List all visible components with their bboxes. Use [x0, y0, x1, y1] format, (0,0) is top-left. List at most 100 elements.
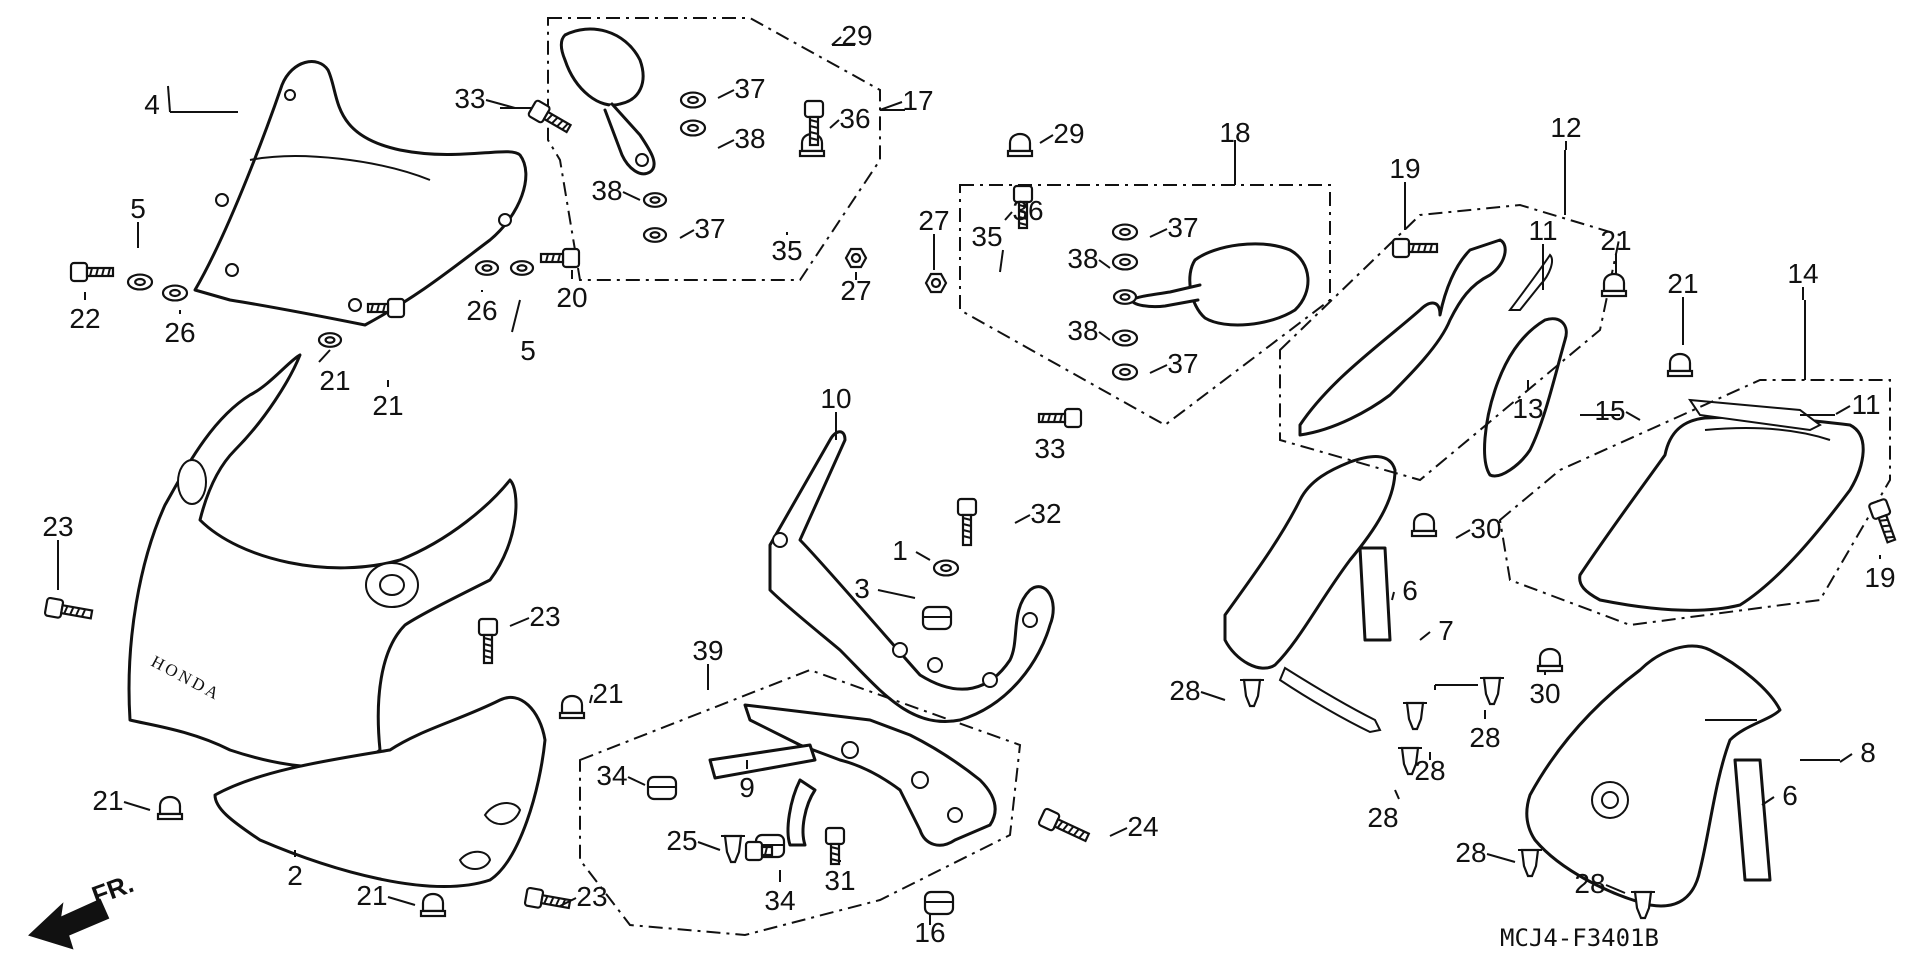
clip-icon [1480, 676, 1504, 706]
callout-number: 23 [42, 511, 73, 542]
callout-number: 21 [592, 678, 623, 709]
callout-number: 21 [1667, 268, 1698, 299]
callout-number: 27 [918, 205, 949, 236]
under-cowl-left-part [1223, 455, 1397, 734]
clip-icon [1403, 701, 1427, 731]
hardware-layer [43, 91, 1897, 920]
nut-icon [844, 247, 868, 269]
washer-icon [317, 332, 343, 348]
callout-number: 34 [596, 760, 627, 791]
callout-5b: 5 [511, 299, 536, 366]
callout-number: 39 [692, 635, 723, 666]
leader-line [879, 101, 903, 111]
callout-number: 14 [1787, 258, 1818, 289]
callout-21c: 21 [589, 678, 624, 709]
callout-number: 7 [1438, 615, 1454, 646]
leader-line [1394, 789, 1400, 800]
leader-lines [170, 44, 1840, 761]
callout-number: 4 [144, 89, 160, 120]
grommet-icon [646, 775, 678, 801]
callout-34b: 34 [764, 870, 796, 916]
washer-icon [1111, 363, 1139, 381]
washer-icon [161, 284, 189, 302]
callout-19a: 19 [1389, 153, 1421, 230]
cap-nut-icon [1410, 512, 1438, 538]
callout-6b: 6 [1761, 780, 1798, 811]
callout-number: 38 [1067, 243, 1098, 274]
washer-icon [1111, 223, 1139, 241]
callout-number: 38 [734, 123, 765, 154]
callout-number: 38 [591, 175, 622, 206]
callout-number: 11 [1528, 215, 1557, 246]
bolt-icon [527, 99, 573, 134]
bolt-icon [1391, 237, 1439, 259]
grommet-icon [921, 605, 953, 631]
leader-line [1149, 364, 1168, 374]
callout-number: 31 [824, 865, 855, 896]
cap-nut-icon [419, 892, 447, 918]
bolt-icon [366, 297, 406, 319]
callout-number: 24 [1127, 811, 1158, 842]
callout-6a: 6 [1391, 575, 1418, 606]
cap-nut-icon [1006, 132, 1034, 158]
callout-39: 39 [692, 635, 724, 690]
callout-28d: 28 [1469, 710, 1501, 753]
leader-line [1419, 631, 1431, 641]
callout-5a: 5 [130, 193, 146, 248]
callout-20: 20 [556, 270, 588, 313]
callout-18: 18 [1219, 117, 1251, 150]
callout-number: 37 [694, 213, 725, 244]
callout-11a: 11 [1528, 215, 1558, 290]
bolt-icon [1868, 498, 1897, 544]
callout-19b: 19 [1864, 555, 1896, 593]
side-panel-part [1578, 398, 1865, 612]
leader-line [1835, 405, 1851, 415]
callout-35b: 35 [971, 221, 1004, 273]
callout-36a: 36 [829, 103, 871, 134]
callout-number: 6 [1782, 780, 1798, 811]
leader-line [622, 191, 641, 201]
callout-37c: 37 [1149, 212, 1199, 243]
leader-line [1761, 796, 1775, 806]
callout-15: 15 [1594, 395, 1641, 426]
bolt-icon [956, 497, 978, 547]
callout-number: 21 [92, 785, 123, 816]
callout-2: 2 [287, 850, 303, 891]
leader-line [697, 841, 721, 851]
callout-37d: 37 [1149, 348, 1199, 379]
callout-number: 28 [1455, 837, 1486, 868]
callout-13: 13 [1512, 380, 1544, 424]
callout-38b: 38 [591, 175, 641, 206]
callout-9: 9 [739, 760, 755, 803]
cap-nut-icon [1536, 647, 1564, 673]
mount-bracket-part [708, 703, 997, 847]
leader-line [877, 589, 916, 599]
mirror-left-part [559, 27, 656, 176]
mirror-right-part [1130, 242, 1310, 327]
callout-number: 5 [520, 335, 536, 366]
direction-label: FR. [88, 868, 138, 911]
leader-line [717, 139, 735, 149]
callout-number: 6 [1402, 575, 1418, 606]
leader-line [717, 89, 735, 99]
callout-number: 21 [1600, 225, 1631, 256]
callout-number: 37 [734, 73, 765, 104]
callout-number: 2 [287, 860, 303, 891]
washer-icon [642, 192, 668, 208]
washer-icon [642, 227, 668, 243]
nut-icon [924, 272, 948, 294]
leader-line [123, 801, 151, 811]
callout-31: 31 [824, 860, 856, 896]
leader-line [627, 776, 646, 786]
leader-line [1098, 331, 1111, 341]
clip-icon [1398, 746, 1422, 776]
bolt-icon [539, 247, 581, 269]
bolt-icon [1037, 807, 1091, 843]
callout-number: 13 [1512, 393, 1543, 424]
callout-number: 23 [529, 601, 560, 632]
leader-line [1839, 753, 1853, 763]
callout-28b: 28 [1414, 752, 1446, 786]
callout-layer: 1234789101213141516171820222425313239556… [42, 20, 1895, 948]
callout-38a: 38 [717, 123, 766, 154]
